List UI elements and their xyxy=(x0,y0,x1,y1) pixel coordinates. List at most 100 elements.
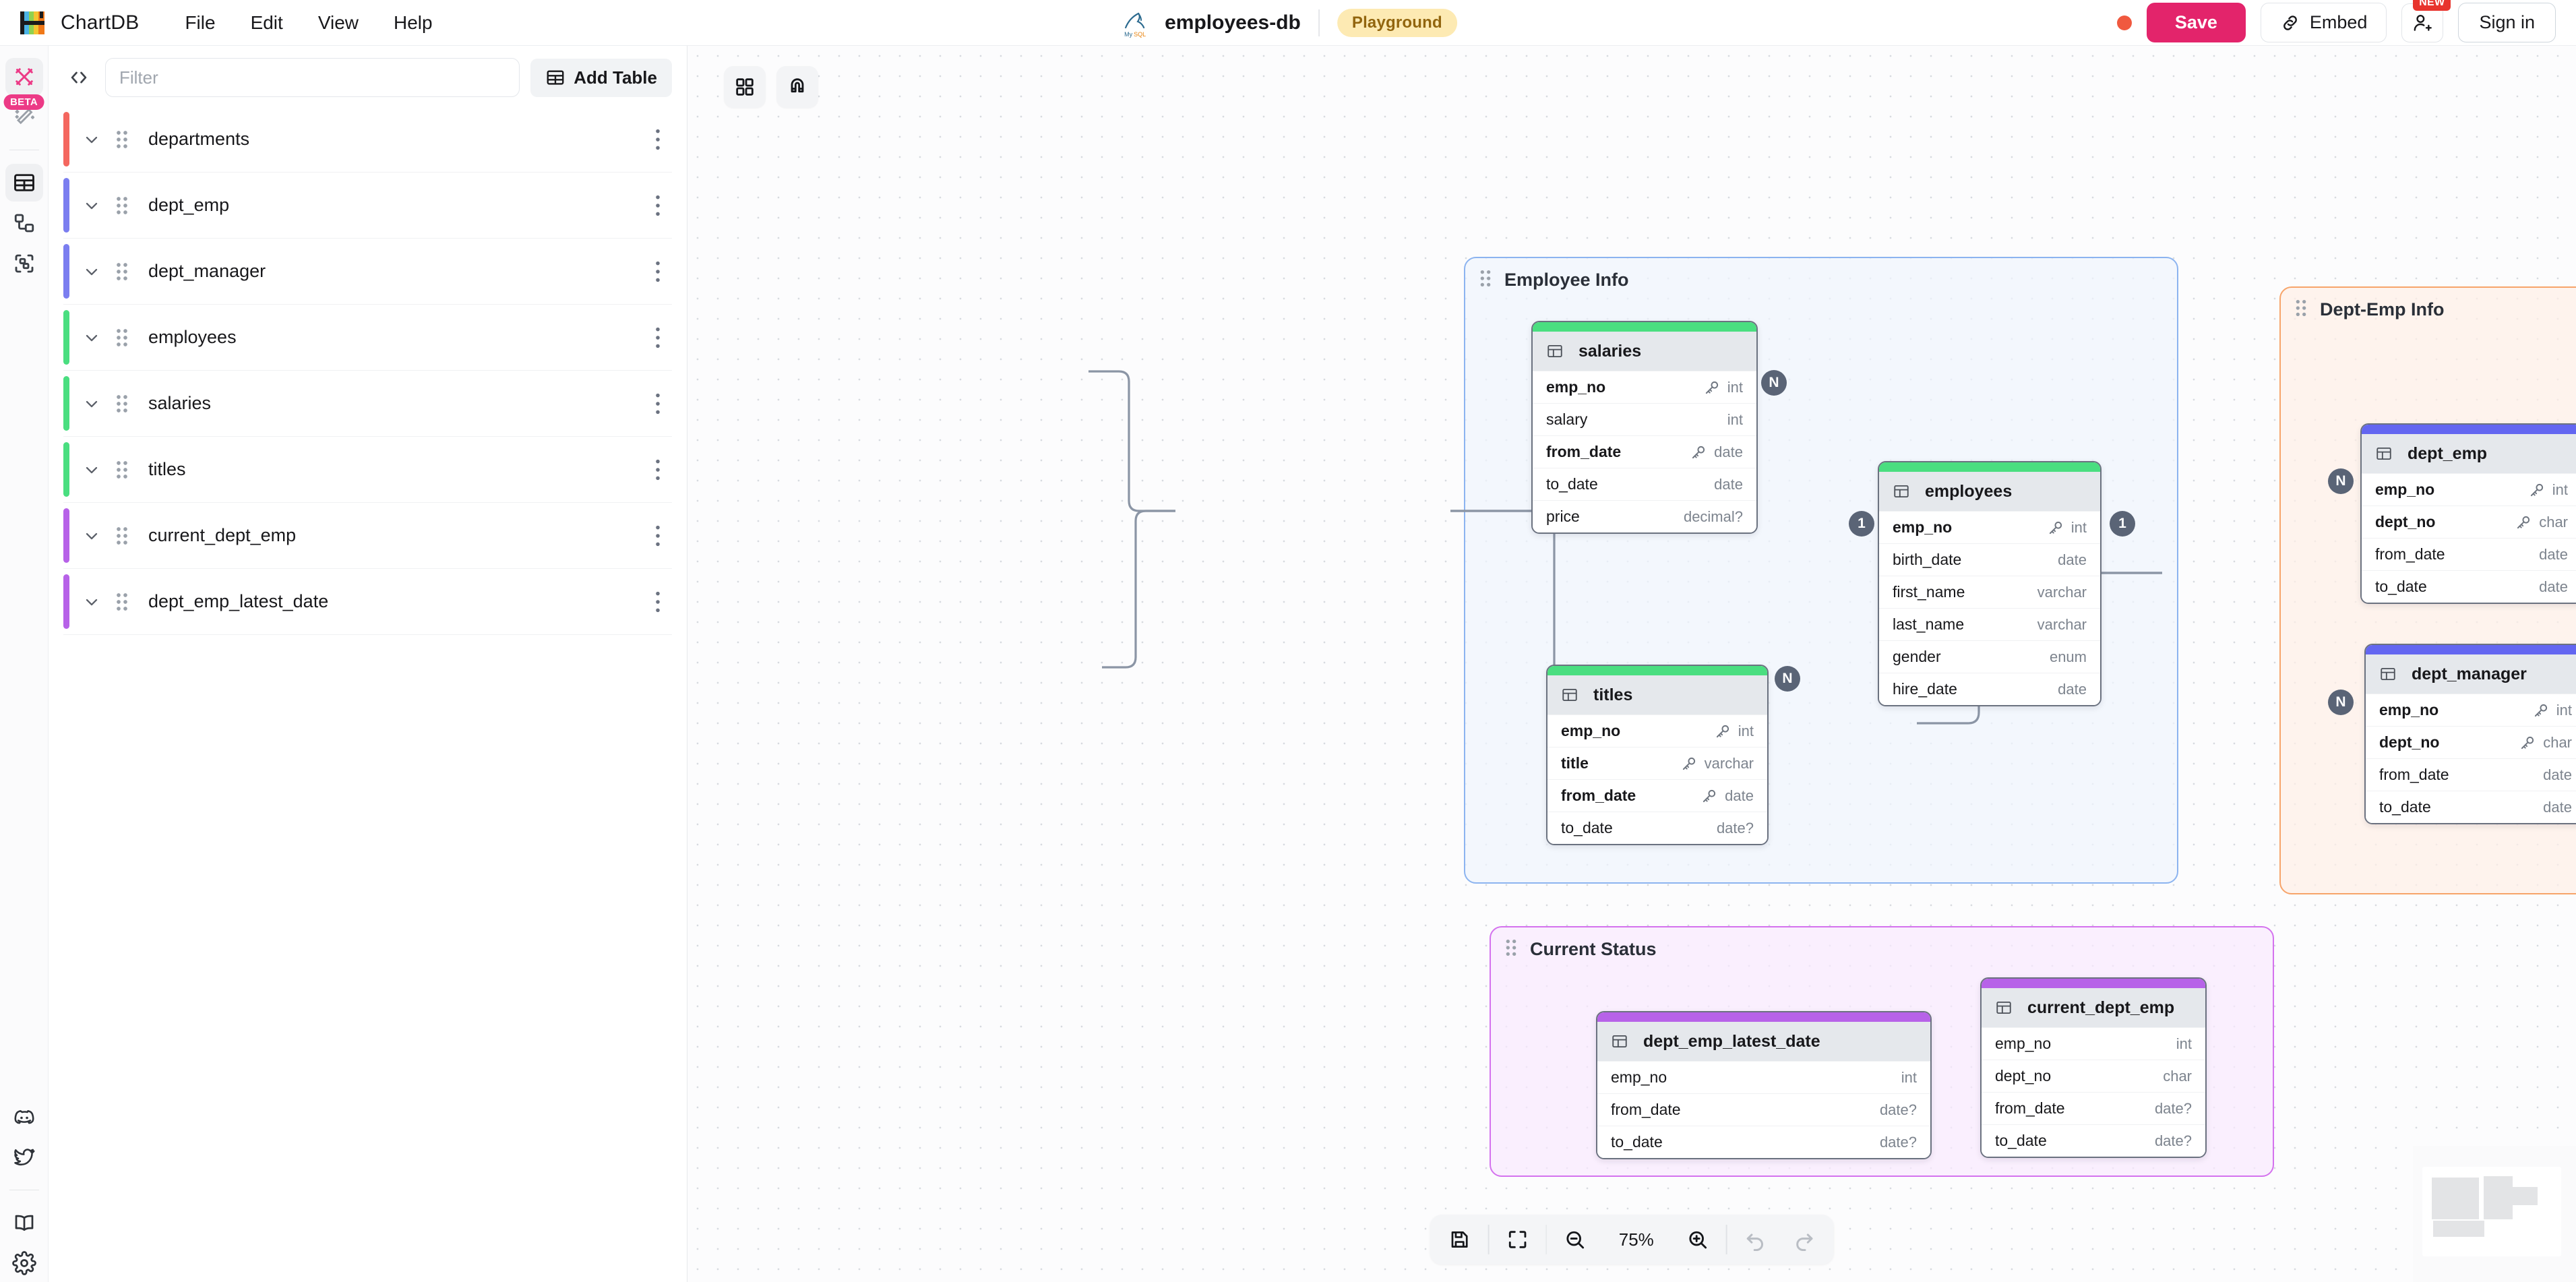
sidebar-item-salaries[interactable]: salaries xyxy=(63,371,672,437)
zoom-in-button[interactable] xyxy=(1674,1219,1722,1260)
magnet-snap-button[interactable] xyxy=(776,66,818,108)
add-table-button[interactable]: Add Table xyxy=(530,58,672,97)
sidebar-item-dept_emp[interactable]: dept_emp xyxy=(63,173,672,239)
rail-relationships-button[interactable] xyxy=(5,204,43,242)
sidebar-item-dept_manager[interactable]: dept_manager xyxy=(63,239,672,305)
zoom-level-label[interactable]: 75% xyxy=(1618,1229,1654,1250)
drag-handle-icon[interactable] xyxy=(115,592,129,612)
chevron-down-icon[interactable] xyxy=(82,394,101,413)
table-options-button[interactable] xyxy=(649,453,667,487)
group-drag-handle-icon[interactable] xyxy=(2294,299,2308,321)
chevron-down-icon[interactable] xyxy=(82,328,101,347)
sidebar-item-employees[interactable]: employees xyxy=(63,305,672,371)
drag-handle-icon[interactable] xyxy=(115,328,129,348)
drag-handle-icon[interactable] xyxy=(115,394,129,414)
save-button[interactable]: Save xyxy=(2146,3,2246,42)
table-options-button[interactable] xyxy=(649,519,667,553)
group-drag-handle-icon[interactable] xyxy=(1479,269,1492,291)
table-options-button[interactable] xyxy=(649,321,667,355)
table-options-button[interactable] xyxy=(649,189,667,222)
menu-view[interactable]: View xyxy=(317,11,359,33)
chevron-down-icon[interactable] xyxy=(82,196,101,215)
drag-handle-icon[interactable] xyxy=(115,129,129,150)
fit-view-button[interactable] xyxy=(1493,1219,1541,1260)
rail-settings-button[interactable] xyxy=(5,1244,43,1282)
group-drag-handle-icon[interactable] xyxy=(1504,938,1518,960)
chevron-down-icon[interactable] xyxy=(82,460,101,479)
sidebar-item-current_dept_emp[interactable]: current_dept_emp xyxy=(63,503,672,569)
table-options-button[interactable] xyxy=(649,585,667,619)
menu-help[interactable]: Help xyxy=(394,11,433,33)
table-node-header[interactable]: current_dept_emp xyxy=(1982,988,2205,1027)
sidebar-item-departments[interactable]: departments xyxy=(63,106,672,173)
rail-dependencies-button[interactable] xyxy=(5,245,43,282)
chevron-down-icon[interactable] xyxy=(82,526,101,545)
layout-grid-button[interactable] xyxy=(724,66,766,108)
table-node-header[interactable]: salaries xyxy=(1533,332,1756,371)
rail-docs-button[interactable] xyxy=(5,1204,43,1242)
table-node-header[interactable]: employees xyxy=(1879,472,2100,511)
rail-twitter-button[interactable] xyxy=(5,1138,43,1176)
rail-ai-editor-button[interactable] xyxy=(5,58,43,96)
table-options-button[interactable] xyxy=(649,255,667,288)
table-node-header[interactable]: dept_emp xyxy=(2362,434,2576,473)
table-node-header[interactable]: dept_emp_latest_date xyxy=(1597,1022,1930,1061)
sidebar-item-titles[interactable]: titles xyxy=(63,437,672,503)
menu-edit[interactable]: Edit xyxy=(250,11,283,33)
search-input[interactable] xyxy=(105,58,520,97)
table-options-button[interactable] xyxy=(649,123,667,156)
table-options-button[interactable] xyxy=(649,387,667,421)
sign-in-button[interactable]: Sign in xyxy=(2458,3,2556,42)
table-node-header[interactable]: dept_manager xyxy=(2366,654,2576,694)
embed-button[interactable]: Embed xyxy=(2260,3,2387,42)
add-user-button[interactable]: NEW xyxy=(2401,0,2451,42)
zoom-out-button[interactable] xyxy=(1551,1219,1599,1260)
undo-button[interactable] xyxy=(1731,1219,1779,1260)
rail-magic-wand-button[interactable]: BETA xyxy=(3,94,44,136)
table-node-header[interactable]: titles xyxy=(1547,675,1767,714)
redo-button[interactable] xyxy=(1779,1219,1828,1260)
save-diagram-button[interactable] xyxy=(1436,1219,1484,1260)
chevron-down-icon[interactable] xyxy=(82,592,101,611)
sidebar-item-dept_emp_latest_date[interactable]: dept_emp_latest_date xyxy=(63,569,672,635)
chevron-down-icon[interactable] xyxy=(82,262,101,281)
drag-handle-icon[interactable] xyxy=(115,262,129,282)
rail-discord-button[interactable] xyxy=(5,1098,43,1136)
drag-handle-icon[interactable] xyxy=(115,195,129,216)
